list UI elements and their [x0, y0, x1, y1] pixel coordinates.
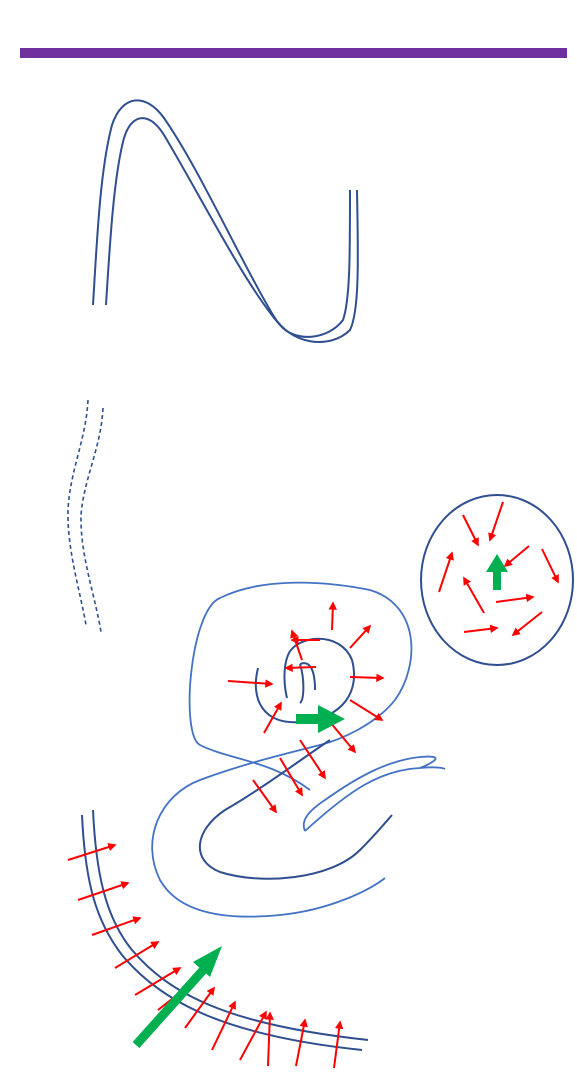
curved-double-strand — [82, 810, 368, 1050]
folded-strand-arrows — [228, 603, 383, 812]
random-vector-ellipse — [421, 495, 573, 665]
net-green-arrow — [486, 554, 508, 590]
folded-strand-core — [200, 639, 392, 879]
dashed-double-strand — [68, 400, 103, 632]
double-strand-curve — [93, 100, 358, 342]
strand-inner — [106, 118, 350, 337]
folded-strand-envelope — [152, 583, 445, 917]
strand-outer — [93, 100, 358, 342]
